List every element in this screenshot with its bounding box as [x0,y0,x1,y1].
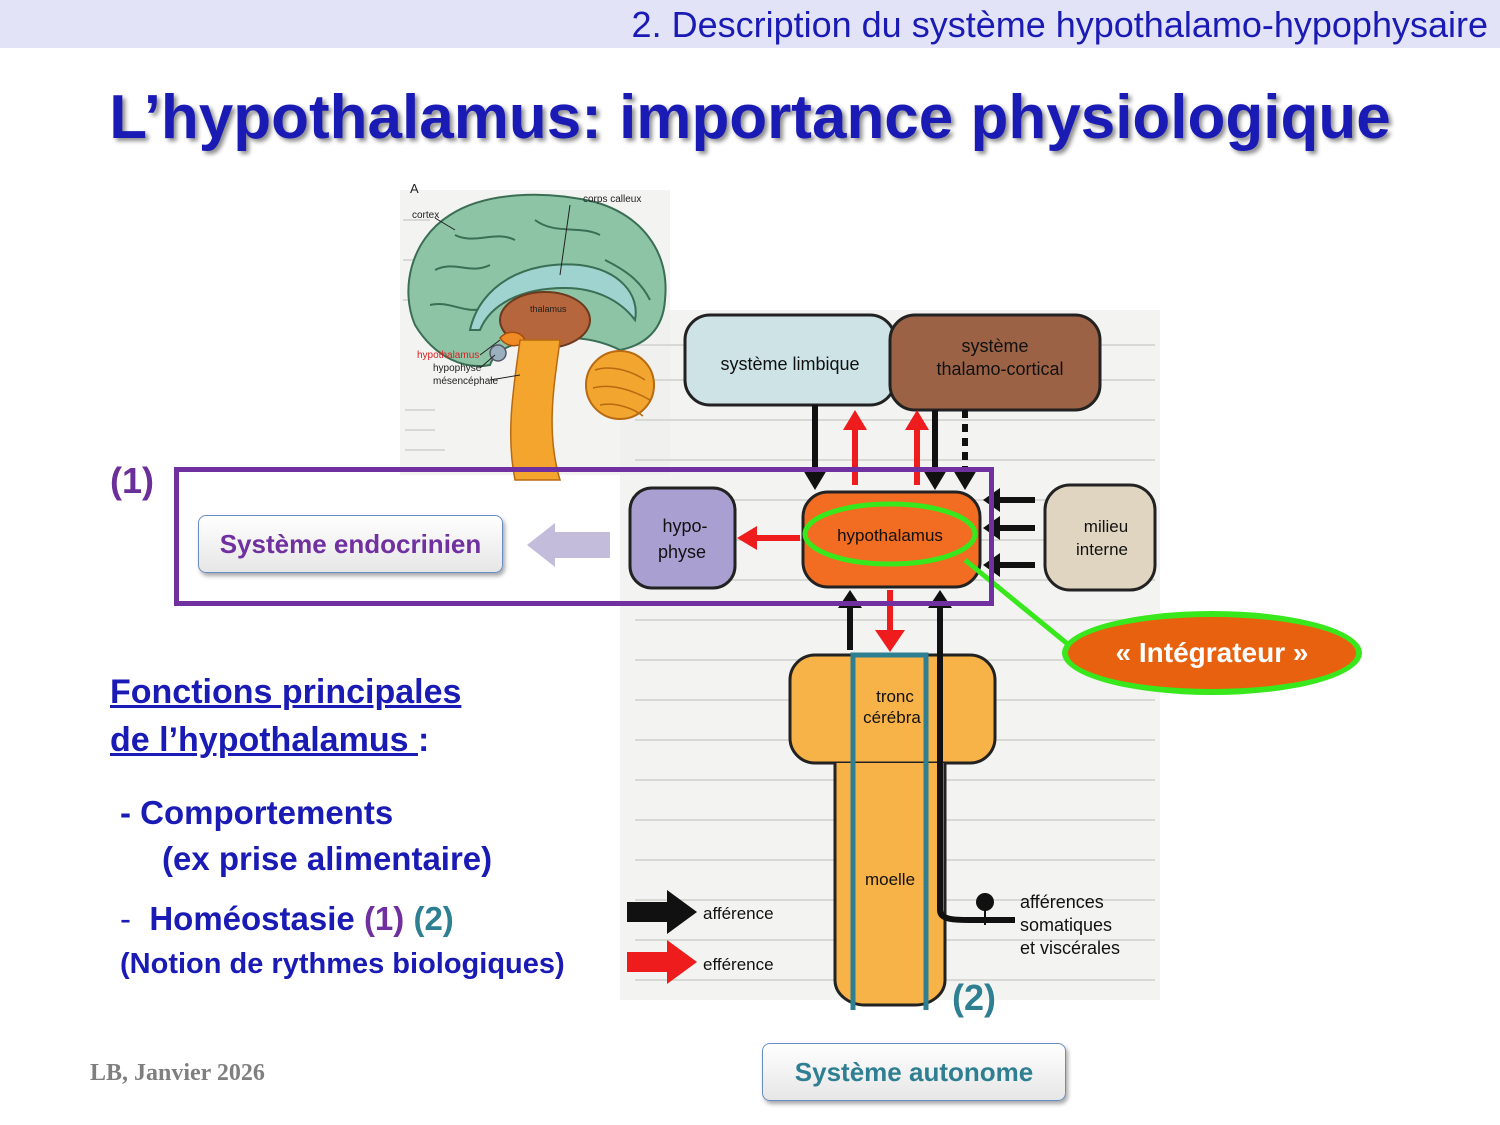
tronc-label-2: cérébra [863,708,921,727]
tronc-label-1: tronc [876,687,914,706]
brain-label-mesencephale: mésencéphale [433,376,498,387]
annotation-label-1: (1) [110,460,154,501]
hypophyse-label-1: hypo- [662,516,707,536]
thalamo-cortical-box [888,313,1102,412]
hypothalamus-label: hypothalamus [837,526,943,545]
brain-illustration [407,193,667,481]
function-item-behaviour: - Comportements (ex prise alimentaire) [120,790,492,882]
biological-rhythms-note: (Notion de rythmes biologiques) [120,948,565,980]
efferent-arrowheads [737,410,929,652]
autonomous-system-button[interactable]: Système autonome [762,1043,1066,1101]
slide-title: L’hypothalamus: importance physiologique [109,83,1391,152]
limbic-system-label: système limbique [720,354,859,374]
afferences-label-1: afférences [1020,892,1104,912]
endocrine-system-button[interactable]: Système endocrinien [198,515,503,573]
integrator-connector [963,558,1077,652]
brain-label-cortex: cortex [412,210,439,221]
function-item-behaviour-title: - Comportements [120,794,394,831]
functions-heading-line-1: Fonctions principales [110,673,462,711]
function-item-homeostasis-ref-1: (1) [363,900,405,937]
hypothalamus-highlight [802,501,978,567]
brain-label-thalamus: thalamus [530,304,567,314]
efferent-arrows [750,420,920,635]
thalamo-cortical-label-1: système [961,336,1028,356]
legend-efference-arrow [627,940,697,984]
endocrine-highlight-frame [174,467,994,606]
moelle-label: moelle [865,870,915,889]
brain-panel-letter: A [410,181,419,196]
functions-heading: Fonctions principales de l’hypothalamus … [110,668,461,764]
milieu-interne-label-2: interne [1076,540,1128,559]
function-item-homeostasis-title: Homéostasie [149,900,364,937]
footer-credit: LB, Janvier 2026 [90,1060,265,1086]
milieu-interne-label-1: milieu [1084,517,1128,536]
autonomic-highlight-frame [850,652,929,1010]
section-title: 2. Description du système hypothalamo-hy… [631,4,1488,45]
legend-efference-label: efférence [703,955,774,974]
afferences-label-3: et viscérales [1020,938,1120,958]
function-item-homeostasis-ref-2: (2) [413,900,454,937]
function-item-behaviour-example: (ex prise alimentaire) [162,840,493,877]
function-item-homeostasis: - Homéostasie (1) (2) [120,900,454,938]
hypophyse-label-2: physe [658,542,706,562]
header-band [0,0,1500,48]
functions-heading-line-2: de l’hypothalamus [110,721,418,759]
legend-afference-arrow [627,890,697,934]
brain-label-hypophyse: hypophyse [433,363,482,374]
legend-afference-label: afférence [703,904,774,923]
afferences-label-2: somatiques [1020,915,1112,935]
annotation-label-2: (2) [952,977,996,1018]
function-item-homeostasis-dash: - [120,900,131,937]
moelle-column [833,763,947,1007]
integrator-badge: « Intégrateur » [1062,611,1362,695]
hypothalamus-box [801,490,982,589]
brain-label-corps-calleux: corps calleux [583,194,641,205]
hypophyse-box [628,486,737,590]
thalamo-cortical-label-2: thalamo-cortical [936,359,1063,379]
milieu-interne-box [1043,483,1157,592]
functions-heading-colon: : [417,721,430,759]
endocrine-output-arrow [527,523,610,567]
brain-label-hypothalamus: hypothalamus [417,350,479,361]
